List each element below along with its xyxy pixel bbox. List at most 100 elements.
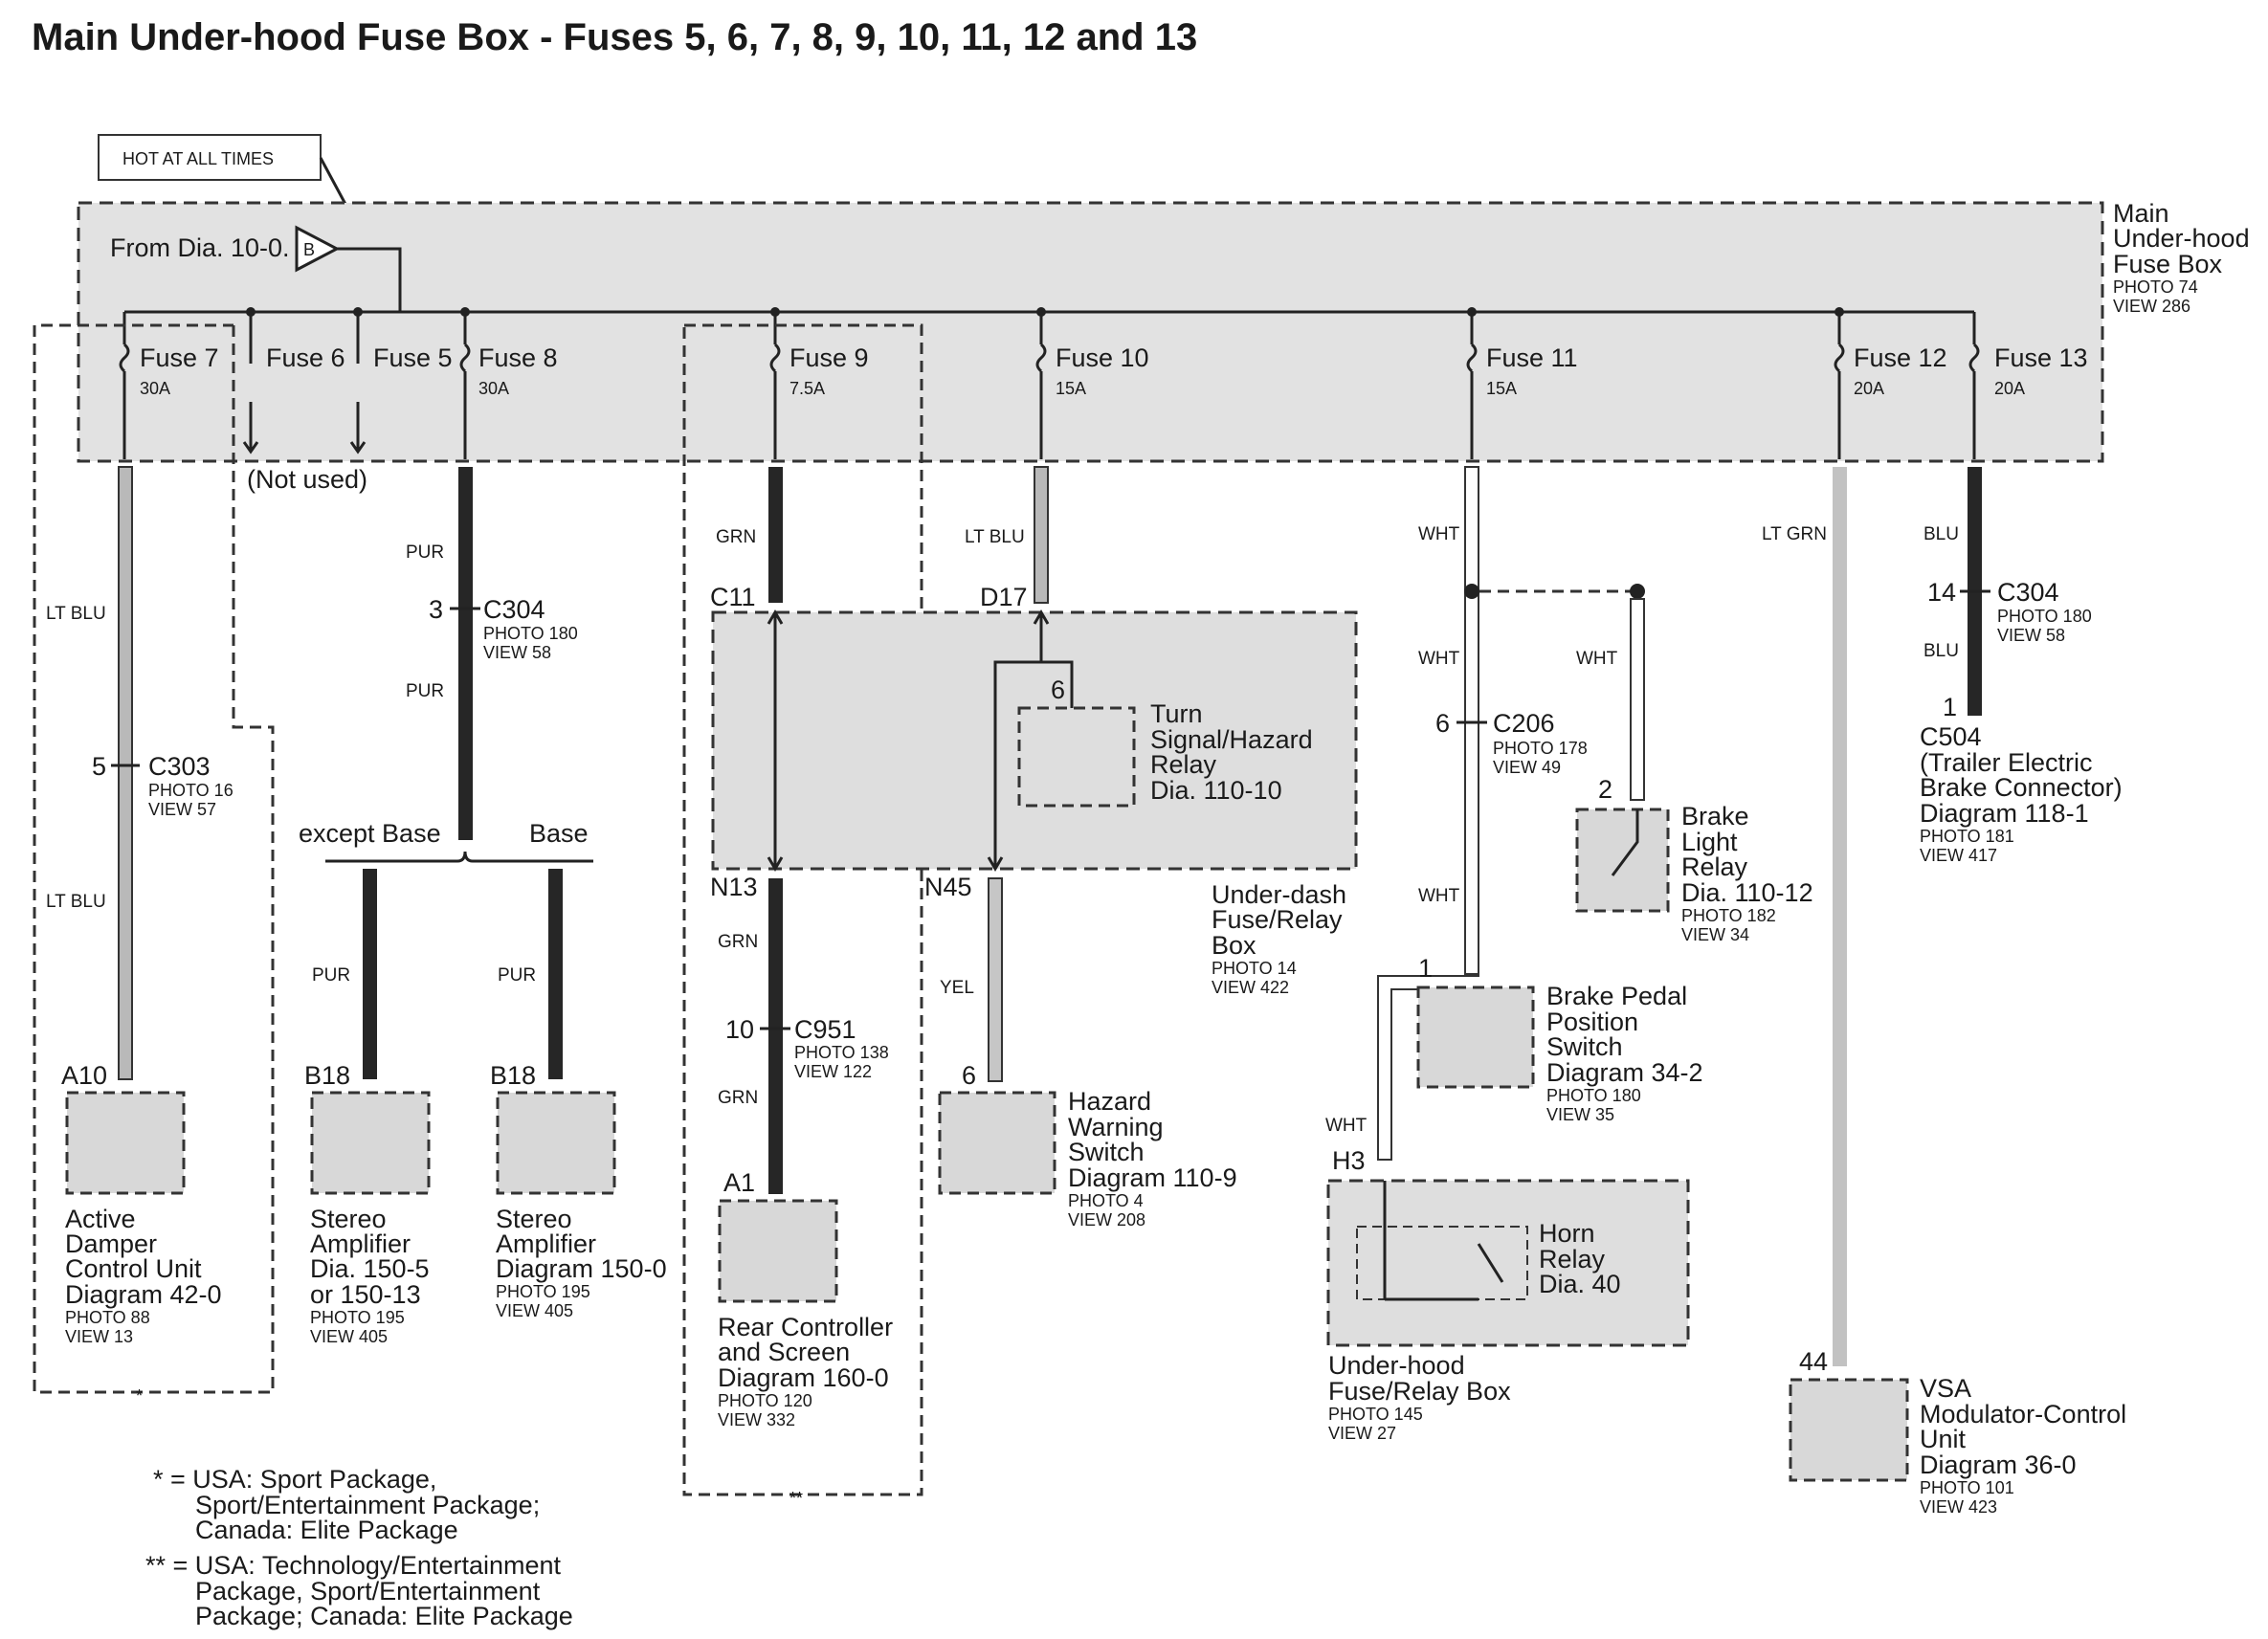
c304b-view: VIEW 58	[1997, 626, 2065, 645]
c304a-label: C304	[483, 595, 545, 624]
note-2-line-1: ** = USA: Technology/Entertainment	[145, 1551, 562, 1580]
wire-label-yel: YEL	[940, 978, 974, 998]
amp1-label-3: Dia. 150-5	[310, 1254, 430, 1283]
amp1-label-1: Stereo	[310, 1205, 387, 1233]
fuse-5: Fuse 5	[349, 307, 453, 454]
wire-label-wht-3: WHT	[1418, 649, 1460, 669]
vsa-label-2: Modulator-Control	[1920, 1400, 2126, 1429]
c304a-pin: 3	[429, 595, 443, 624]
amp1-view: VIEW 405	[310, 1327, 388, 1346]
wire-ltgrn	[1833, 467, 1847, 1366]
rear-photo: PHOTO 120	[718, 1391, 812, 1410]
adcu-view: VIEW 13	[65, 1327, 133, 1346]
c206-view: VIEW 49	[1493, 758, 1561, 777]
rear-label-1: Rear Controller	[718, 1313, 893, 1341]
c951-view: VIEW 122	[794, 1062, 872, 1081]
c303-photo: PHOTO 16	[148, 781, 233, 800]
rear-label-2: and Screen	[718, 1338, 850, 1366]
fusebox-label-1: Main	[2113, 199, 2169, 228]
n45-label: N45	[924, 873, 972, 901]
adcu-label-4: Diagram 42-0	[65, 1280, 222, 1309]
horn-pin: H3	[1332, 1146, 1366, 1175]
turn-label-1: Turn	[1150, 699, 1203, 728]
underdash-photo: PHOTO 14	[1212, 959, 1297, 978]
fuse-7: Fuse 7 30A	[119, 312, 219, 459]
amp1-photo: PHOTO 195	[310, 1308, 405, 1327]
wire-label-wht-5: WHT	[1325, 1116, 1367, 1136]
amp1-box	[310, 1091, 431, 1195]
fuse-8-label: Fuse 8	[478, 343, 558, 372]
adcu-label-1: Active	[65, 1205, 136, 1233]
adcu-photo: PHOTO 88	[65, 1308, 150, 1327]
fuse-11-rating: 15A	[1486, 379, 1517, 398]
wire-pur-except-base	[363, 869, 377, 1079]
amp2-pin: B18	[490, 1061, 536, 1090]
vsa-label-4: Diagram 36-0	[1920, 1451, 2077, 1479]
wire-label-grn-2: GRN	[718, 932, 758, 952]
rear-box	[718, 1199, 838, 1303]
fuse-12: Fuse 12 20A	[1834, 307, 1947, 459]
horn-label-1: Horn	[1539, 1219, 1595, 1248]
c304a-photo: PHOTO 180	[483, 624, 578, 643]
trailer-view: VIEW 417	[1920, 846, 1997, 865]
amp2-photo: PHOTO 195	[496, 1282, 590, 1301]
hazard-label-2: Warning	[1068, 1113, 1164, 1141]
fuse-12-label: Fuse 12	[1854, 343, 1947, 372]
fuse-9: Fuse 9 7.5A	[769, 307, 869, 459]
relay-tap-line	[1041, 660, 1074, 708]
b-marker-label: B	[303, 240, 315, 259]
fuse-5-label: Fuse 5	[373, 343, 453, 372]
except-base-label: except Base	[299, 819, 441, 848]
adcu-pin: A10	[61, 1061, 107, 1090]
adcu-label-3: Control Unit	[65, 1254, 202, 1283]
wire-label-ltblu-3: LT BLU	[965, 527, 1025, 547]
wire-wht-horn-branch	[1377, 966, 1479, 1161]
fuse-6: Fuse 6	[242, 307, 345, 454]
not-used-label: (Not used)	[247, 465, 367, 494]
wire-label-pur-2: PUR	[406, 681, 444, 701]
fuse-13: Fuse 13 20A	[1968, 312, 2088, 459]
from-dia-label: From Dia. 10-0.	[110, 233, 290, 262]
brake-relay-view: VIEW 34	[1681, 925, 1749, 944]
n13-label: N13	[710, 873, 758, 901]
underhood-relay-box	[1326, 1179, 1690, 1347]
c206-label: C206	[1493, 709, 1555, 738]
brake-switch-label-3: Switch	[1546, 1032, 1623, 1061]
fuse-6-label: Fuse 6	[266, 343, 345, 372]
rear-label-3: Diagram 160-0	[718, 1363, 889, 1392]
trailer-label-4: Diagram 118-1	[1920, 799, 2089, 828]
wire-grn-1	[768, 467, 783, 603]
horn-relay-contact	[1477, 1243, 1504, 1283]
note-2-line-3: Package; Canada: Elite Package	[195, 1602, 573, 1630]
wire-label-grn-1: GRN	[716, 527, 756, 547]
amp2-view: VIEW 405	[496, 1301, 573, 1320]
wire-label-ltblu-2: LT BLU	[46, 892, 106, 912]
option-region-star	[33, 323, 275, 1394]
trailer-photo: PHOTO 181	[1920, 827, 2014, 846]
brake-relay-label-4: Dia. 110-12	[1681, 878, 1813, 907]
brake-switch-pin: 1	[1418, 954, 1433, 983]
fuse-10-label: Fuse 10	[1056, 343, 1149, 372]
underhood-box-label-2: Fuse/Relay Box	[1328, 1377, 1511, 1406]
wire-label-blu-1: BLU	[1923, 524, 1959, 544]
rear-view: VIEW 332	[718, 1410, 795, 1429]
fuse-9-rating: 7.5A	[789, 379, 825, 398]
trailer-label-1: C504	[1920, 722, 1982, 751]
vsa-photo: PHOTO 101	[1920, 1478, 2014, 1497]
brake-relay-label-1: Brake	[1681, 802, 1749, 831]
vsa-view: VIEW 423	[1920, 1497, 1997, 1517]
amp2-label-2: Amplifier	[496, 1229, 596, 1258]
hazard-box	[938, 1091, 1056, 1195]
wire-label-grn-3: GRN	[718, 1088, 758, 1108]
c951-label: C951	[794, 1015, 856, 1044]
amp1-pin: B18	[304, 1061, 350, 1090]
hazard-label-3: Switch	[1068, 1138, 1145, 1166]
fuse-10: Fuse 10 15A	[1035, 307, 1149, 459]
c504-pin: 1	[1943, 693, 1957, 721]
hot-label: HOT AT ALL TIMES	[122, 149, 274, 168]
amp2-label-3: Diagram 150-0	[496, 1254, 667, 1283]
amp2-label-1: Stereo	[496, 1205, 572, 1233]
wire-ltblu-10	[1034, 466, 1049, 604]
brake-relay-label-2: Light	[1681, 828, 1738, 856]
